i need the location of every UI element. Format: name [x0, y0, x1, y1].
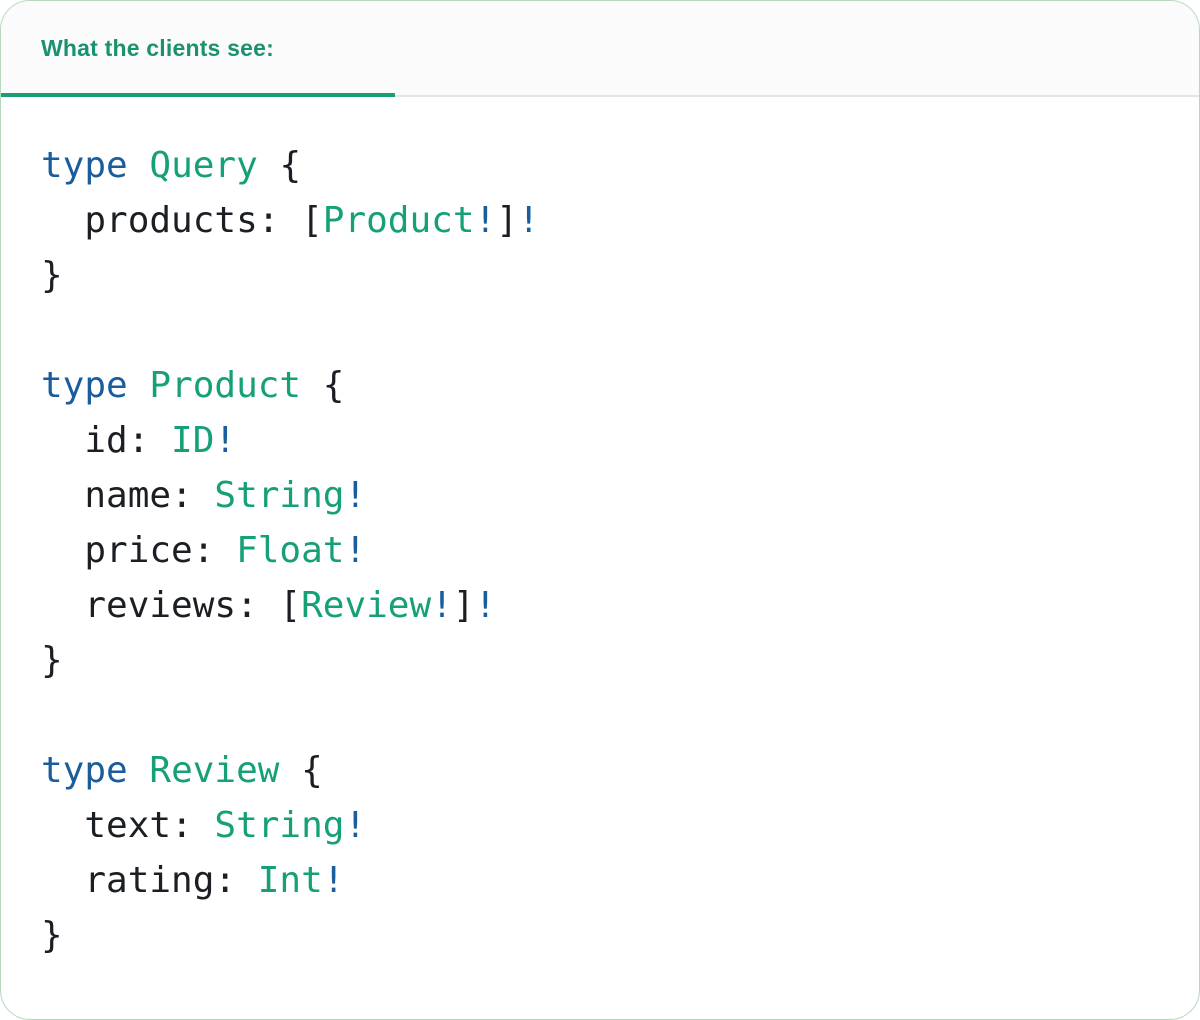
code-line: type Query {	[41, 138, 1159, 193]
code-token-kw: type	[41, 145, 128, 186]
code-line: type Review {	[41, 743, 1159, 798]
code-token-pl: }	[41, 255, 63, 296]
code-token-ty: String	[214, 475, 345, 516]
code-token-kw: type	[41, 750, 128, 791]
code-token-pl: reviews:	[41, 585, 280, 626]
code-token-ex: !	[322, 860, 345, 901]
code-token-pl: id:	[41, 420, 172, 461]
code-token-pl: }	[41, 915, 63, 956]
active-tab-underline	[1, 93, 395, 97]
code-token-pl: {	[301, 365, 345, 406]
code-line: }	[41, 633, 1159, 688]
code-token-ty: Int	[257, 860, 323, 901]
code-line: reviews: [Review!]!	[41, 578, 1159, 633]
code-token-ex: !	[214, 420, 237, 461]
code-token-pl: products:	[41, 200, 302, 241]
code-token-pl: rating:	[41, 860, 258, 901]
code-token-pl: name:	[41, 475, 215, 516]
code-token-ex: !	[431, 585, 453, 626]
tab-bar: What the clients see:	[1, 1, 1199, 97]
code-token-ty: Product	[149, 365, 302, 406]
code-token-ty: ID	[171, 420, 215, 461]
code-token-ty: Review	[301, 585, 432, 626]
code-token-ty: Float	[236, 530, 345, 571]
code-line: products: [Product!]!	[41, 193, 1159, 248]
code-line: id: ID!	[41, 413, 1159, 468]
tab-label: What the clients see:	[41, 34, 274, 61]
code-token-pl: {	[279, 750, 323, 791]
code-token-pl: text:	[41, 805, 215, 846]
code-line: text: String!	[41, 798, 1159, 853]
code-token-pl	[128, 750, 150, 791]
code-token-ex: !	[344, 530, 367, 571]
code-line: type Product {	[41, 358, 1159, 413]
code-token-pl: [	[301, 200, 323, 241]
code-token-pl: ]	[452, 585, 475, 626]
code-token-ex: !	[474, 585, 497, 626]
code-token-ex: !	[344, 805, 367, 846]
code-token-pl: {	[257, 145, 302, 186]
code-token-ex: !	[517, 200, 540, 241]
code-line	[41, 303, 1159, 358]
code-token-ex: !	[344, 475, 367, 516]
code-token-pl: }	[41, 640, 63, 681]
code-token-ty: String	[214, 805, 345, 846]
code-line: price: Float!	[41, 523, 1159, 578]
graphql-schema-code: type Query { products: [Product!]!} type…	[1, 97, 1199, 1003]
code-token-ty: Review	[149, 750, 280, 791]
tab-what-clients-see[interactable]: What the clients see:	[1, 1, 314, 95]
code-token-ex: !	[474, 200, 497, 241]
code-token-pl	[128, 145, 150, 186]
code-token-pl	[128, 365, 150, 406]
code-token-ty: Query	[149, 145, 258, 186]
code-line: }	[41, 248, 1159, 303]
code-token-pl: price:	[41, 530, 237, 571]
code-line	[41, 688, 1159, 743]
code-token-ty: Product	[322, 200, 475, 241]
code-line: rating: Int!	[41, 853, 1159, 908]
code-token-pl: ]	[496, 200, 518, 241]
code-line: name: String!	[41, 468, 1159, 523]
code-token-kw: type	[41, 365, 128, 406]
code-token-pl: [	[279, 585, 302, 626]
code-line: }	[41, 908, 1159, 963]
